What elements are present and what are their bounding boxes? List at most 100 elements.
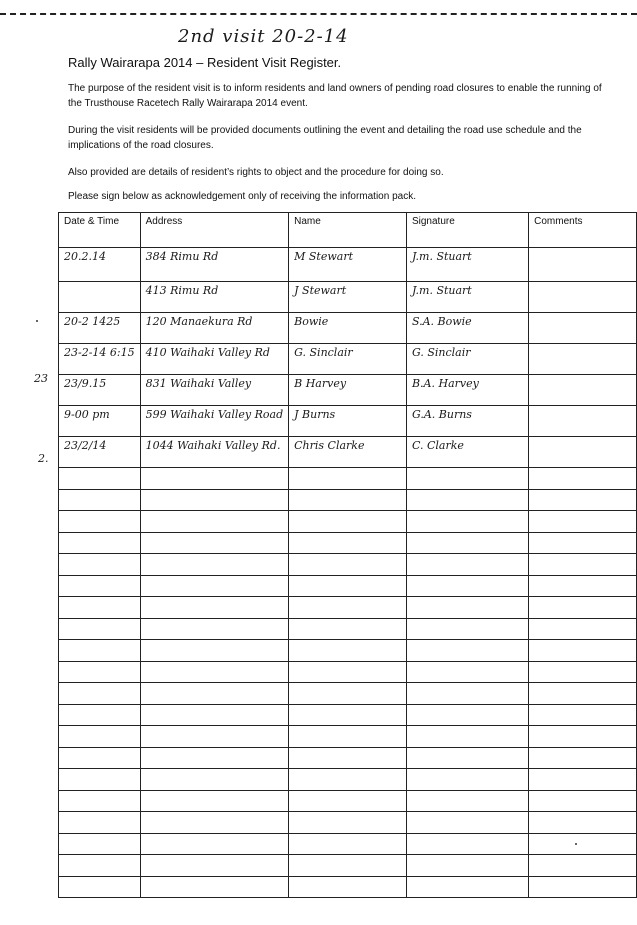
- address-cell: [139, 660, 290, 683]
- name-cell: M Stewart: [288, 247, 407, 282]
- address-cell: [139, 553, 290, 576]
- name-cell: [288, 596, 407, 619]
- table-row: [58, 725, 637, 748]
- comments-cell: [528, 531, 637, 554]
- page-title: Rally Wairarapa 2014 – Resident Visit Re…: [68, 55, 342, 70]
- date-cell: [58, 553, 141, 576]
- address-cell: [139, 617, 290, 640]
- comments-cell: [528, 436, 637, 468]
- address-cell: 831 Waihaki Valley: [139, 374, 290, 406]
- date-cell: [58, 467, 141, 490]
- comments-cell: [528, 875, 637, 898]
- name-cell: [288, 682, 407, 705]
- header-date-time: Date & Time: [58, 212, 141, 248]
- date-cell: [58, 510, 141, 533]
- date-cell: [58, 596, 141, 619]
- name-cell: [288, 531, 407, 554]
- date-cell: [58, 488, 141, 511]
- comments-cell: [528, 617, 637, 640]
- name-cell: [288, 553, 407, 576]
- signature-cell: [405, 854, 530, 877]
- name-cell: [288, 746, 407, 769]
- signature-cell: [405, 703, 530, 726]
- address-cell: 120 Manaekura Rd: [139, 312, 290, 344]
- address-cell: 413 Rimu Rd: [139, 281, 290, 313]
- signature-cell: [405, 574, 530, 597]
- date-cell: [58, 811, 141, 834]
- table-row: [58, 574, 637, 597]
- address-cell: [139, 531, 290, 554]
- address-cell: [139, 725, 290, 748]
- address-cell: 599 Waihaki Valley Road: [139, 405, 290, 437]
- name-cell: [288, 660, 407, 683]
- comments-cell: [528, 312, 637, 344]
- address-cell: [139, 768, 290, 791]
- name-cell: Bowie: [288, 312, 407, 344]
- date-cell: [58, 660, 141, 683]
- comments-cell: [528, 247, 637, 282]
- date-cell: [58, 703, 141, 726]
- name-cell: [288, 488, 407, 511]
- comments-cell: [528, 405, 637, 437]
- address-cell: [139, 832, 290, 855]
- visit-paragraph: During the visit residents will be provi…: [68, 125, 582, 151]
- address-cell: [139, 746, 290, 769]
- table-row: [58, 811, 637, 834]
- table-row: [58, 510, 637, 533]
- comments-cell: [528, 281, 637, 313]
- address-cell: [139, 682, 290, 705]
- date-cell: [58, 617, 141, 640]
- signature-cell: [405, 811, 530, 834]
- date-cell: 23/2/14: [58, 436, 141, 468]
- address-cell: [139, 789, 290, 812]
- name-cell: Chris Clarke: [288, 436, 407, 468]
- date-cell: 23-2-14 6:15: [58, 343, 141, 375]
- comments-cell: [528, 574, 637, 597]
- date-cell: [58, 768, 141, 791]
- address-cell: [139, 854, 290, 877]
- date-cell: [58, 746, 141, 769]
- table-row: [58, 768, 637, 791]
- comments-cell: [528, 467, 637, 490]
- comments-cell: [528, 768, 637, 791]
- comments-cell: [528, 854, 637, 877]
- name-cell: [288, 703, 407, 726]
- header-signature: Signature: [405, 212, 530, 248]
- visit-register-table: Date & Time Address Name Signature Comme…: [58, 212, 637, 898]
- address-cell: [139, 596, 290, 619]
- name-cell: [288, 789, 407, 812]
- address-cell: [139, 811, 290, 834]
- signature-cell: [405, 725, 530, 748]
- rights-paragraph: Also provided are details of resident’s …: [68, 167, 444, 178]
- table-row: [58, 596, 637, 619]
- comments-cell: [528, 660, 637, 683]
- date-cell: 9-00 pm: [58, 405, 141, 437]
- address-cell: [139, 510, 290, 533]
- table-row: [58, 531, 637, 554]
- table-row: [58, 682, 637, 705]
- header-comments: Comments: [528, 212, 637, 248]
- signature-cell: [405, 746, 530, 769]
- address-cell: [139, 639, 290, 662]
- name-cell: [288, 617, 407, 640]
- comments-cell: [528, 596, 637, 619]
- date-cell: 23/9.15: [58, 374, 141, 406]
- date-cell: 20.2.14: [58, 247, 141, 282]
- table-row: [58, 854, 637, 877]
- name-cell: [288, 725, 407, 748]
- signature-cell: [405, 553, 530, 576]
- comments-cell: [528, 510, 637, 533]
- table-row: [58, 553, 637, 576]
- signature-cell: J.m. Stuart: [405, 247, 530, 282]
- margin-note-mark: 2.: [38, 452, 49, 465]
- comments-cell: [528, 553, 637, 576]
- table-row: [58, 746, 637, 769]
- comments-cell: [528, 832, 637, 855]
- handwritten-visit-note: 2nd visit 20-2-14: [178, 26, 349, 47]
- signature-cell: [405, 531, 530, 554]
